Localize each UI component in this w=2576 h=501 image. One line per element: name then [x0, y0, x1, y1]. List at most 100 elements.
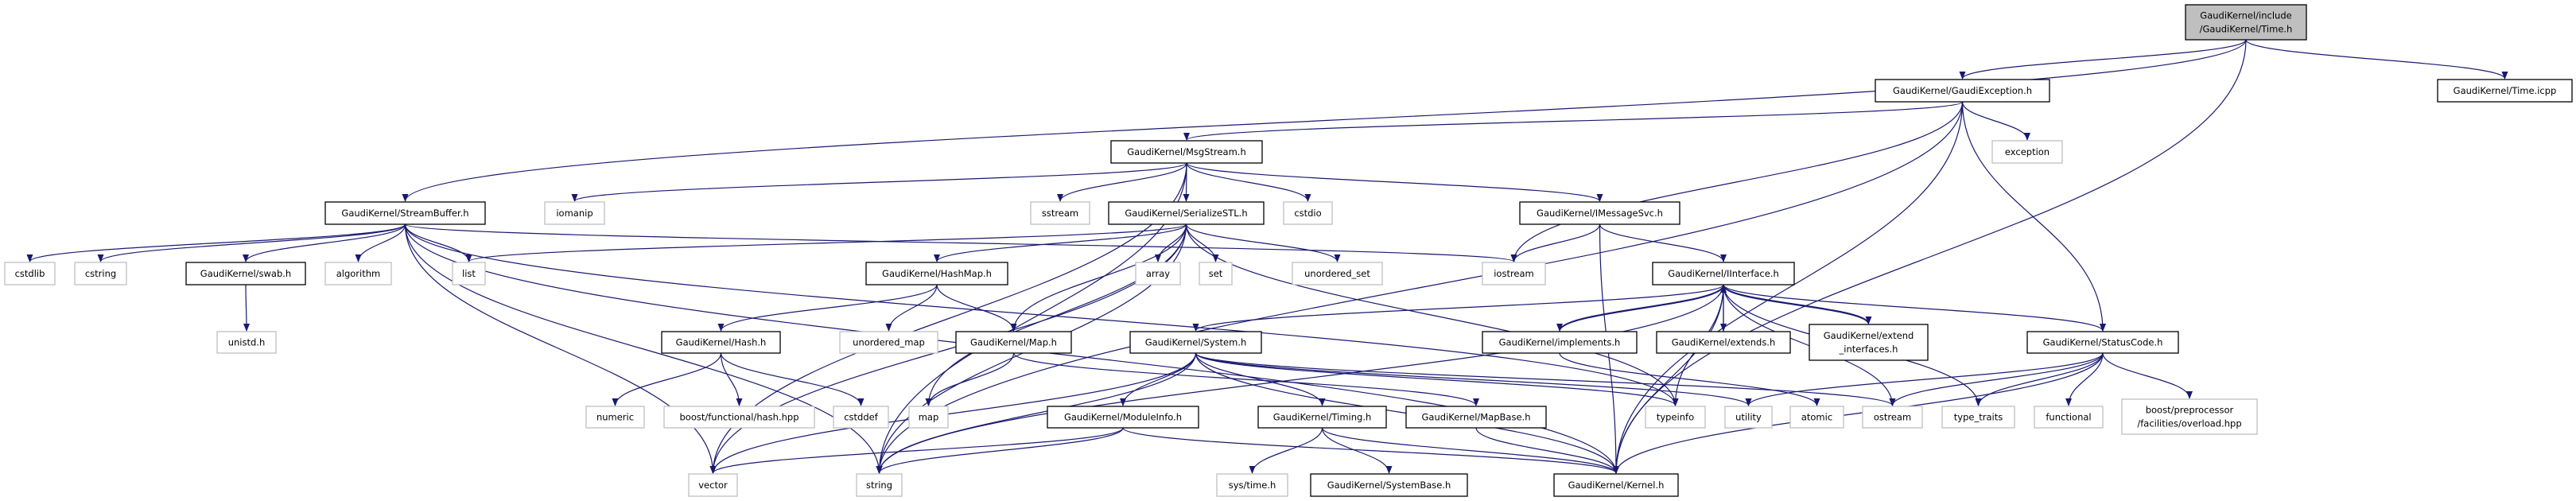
node-box	[865, 262, 1008, 285]
node-label: cstdio	[1294, 208, 1321, 219]
edge-msgstream-to-iomanip	[571, 162, 1187, 202]
node-string: string	[856, 473, 903, 497]
edge-iinterface-to-statuscode	[1723, 284, 2106, 332]
node-label: /facilities/overload.hpp	[2137, 418, 2241, 429]
node-box	[324, 201, 486, 225]
node-cstring: cstring	[74, 262, 127, 285]
node-box	[1108, 201, 1265, 225]
node-box	[1283, 201, 1333, 225]
node-label: GaudiKernel/include	[2200, 10, 2291, 21]
edge-moduleinfo-to-vector	[709, 427, 1124, 474]
node-system[interactable]: GaudiKernel/System.h	[1129, 331, 1262, 354]
node-box	[1809, 324, 1929, 361]
node-sstream: sstream	[1030, 201, 1090, 225]
node-box	[1652, 262, 1795, 285]
node-label: _interfaces.h	[1839, 344, 1898, 355]
edge-system-to-utility	[1195, 352, 1752, 406]
edge-serializestl-to-set	[1185, 223, 1219, 262]
node-map_h[interactable]: GaudiKernel/Map.h	[955, 331, 1072, 354]
node-box	[185, 262, 306, 285]
node-box	[452, 262, 486, 285]
edge-system-to-moduleinfo	[1120, 352, 1197, 406]
node-mapbase[interactable]: GaudiKernel/MapBase.h	[1405, 406, 1547, 429]
node-unistd: unistd.h	[216, 331, 277, 354]
node-serializestl[interactable]: GaudiKernel/SerializeSTL.h	[1108, 201, 1265, 225]
node-systembase[interactable]: GaudiKernel/SystemBase.h	[1310, 473, 1468, 497]
node-gaudiexception[interactable]: GaudiKernel/GaudiException.h	[1875, 79, 2050, 103]
node-box	[1991, 140, 2063, 164]
edge-streambuffer-to-vector	[404, 223, 717, 474]
edge-system-to-string	[876, 352, 1197, 474]
node-label: cstring	[85, 268, 116, 279]
node-label: map	[919, 412, 939, 423]
node-box	[1292, 262, 1383, 285]
node-hashmap[interactable]: GaudiKernel/HashMap.h	[865, 262, 1008, 285]
edge-iinterface-to-system	[1192, 284, 1724, 332]
node-box	[955, 331, 1072, 354]
edge-iinterface-to-kernel	[1613, 284, 1724, 474]
node-statuscode[interactable]: GaudiKernel/StatusCode.h	[2026, 331, 2179, 354]
node-box	[856, 473, 903, 497]
node-imessagesvc[interactable]: GaudiKernel/IMessageSvc.h	[1519, 201, 1680, 225]
edge-timing-to-systime	[1249, 427, 1323, 474]
node-box	[1216, 473, 1288, 497]
node-label: functional	[2046, 412, 2091, 423]
node-msgstream[interactable]: GaudiKernel/MsgStream.h	[1110, 140, 1263, 164]
node-extends[interactable]: GaudiKernel/extends.h	[1656, 331, 1791, 354]
node-label: GaudiKernel/Timing.h	[1273, 412, 1372, 423]
node-box	[1875, 79, 2050, 103]
node-box	[1941, 406, 2015, 429]
node-label: GaudiKernel/StatusCode.h	[2043, 337, 2163, 348]
node-label: GaudiKernel/IInterface.h	[1668, 268, 1779, 279]
node-swab[interactable]: GaudiKernel/swab.h	[185, 262, 306, 285]
node-label: GaudiKernel/Time.icpp	[2454, 85, 2557, 96]
node-moduleinfo[interactable]: GaudiKernel/ModuleInfo.h	[1047, 406, 1199, 429]
node-label: GaudiKernel/IMessageSvc.h	[1537, 208, 1663, 219]
node-cstdlib: cstdlib	[4, 262, 56, 285]
nodes-layer: GaudiKernel/include/GaudiKernel/Time.hGa…	[4, 4, 2573, 497]
node-kernel[interactable]: GaudiKernel/Kernel.h	[1553, 473, 1679, 497]
edge-timing-to-kernel	[1321, 427, 1619, 474]
edge-map_h-to-mapbase	[1012, 352, 1479, 406]
node-label: algorithm	[336, 268, 381, 279]
edge-hashmap-to-map_h	[936, 284, 1017, 332]
node-box	[4, 262, 56, 285]
node-hash[interactable]: GaudiKernel/Hash.h	[661, 331, 781, 354]
node-label: GaudiKernel/SystemBase.h	[1327, 480, 1451, 491]
node-label: /GaudiKernel/Time.h	[2200, 24, 2293, 35]
node-box	[324, 262, 392, 285]
node-box	[1135, 262, 1181, 285]
node-label: GaudiKernel/SerializeSTL.h	[1125, 208, 1247, 219]
node-streambuffer[interactable]: GaudiKernel/StreamBuffer.h	[324, 201, 486, 225]
node-label: GaudiKernel/HashMap.h	[882, 268, 992, 279]
node-timing[interactable]: GaudiKernel/Timing.h	[1257, 406, 1387, 429]
node-iinterface[interactable]: GaudiKernel/IInterface.h	[1652, 262, 1795, 285]
edge-streambuffer-to-algorithm	[355, 223, 406, 262]
node-box	[1030, 201, 1090, 225]
node-label: GaudiKernel/Kernel.h	[1568, 480, 1665, 491]
edge-moduleinfo-to-kernel	[1122, 427, 1619, 474]
node-label: GaudiKernel/extend	[1824, 330, 1914, 341]
edge-system-to-ostream	[1195, 352, 1896, 406]
edge-iinterface-to-implements	[1556, 284, 1724, 332]
edge-timing-to-systembase	[1321, 427, 1393, 474]
node-label: sys/time.h	[1229, 480, 1276, 491]
node-label: unordered_set	[1304, 268, 1370, 279]
edge-gaudiexception-to-exception	[1961, 101, 2030, 141]
node-box	[661, 331, 781, 354]
edge-time_h-to-kernel	[1613, 39, 2247, 474]
node-time_h[interactable]: GaudiKernel/include/GaudiKernel/Time.h	[2185, 4, 2307, 41]
node-box	[2185, 4, 2307, 41]
node-extend_interfaces[interactable]: GaudiKernel/extend _interfaces.h	[1809, 324, 1929, 361]
node-box	[2026, 331, 2179, 354]
node-vector: vector	[688, 473, 738, 497]
node-box	[1310, 473, 1468, 497]
node-label: GaudiKernel/System.h	[1145, 337, 1247, 348]
node-label: array	[1146, 268, 1170, 279]
node-implements[interactable]: GaudiKernel/implements.h	[1482, 331, 1638, 354]
edge-streambuffer-to-swab	[243, 223, 406, 262]
node-box	[1199, 262, 1233, 285]
node-box	[1110, 140, 1263, 164]
edge-gaudiexception-to-iostream	[1510, 101, 1964, 262]
node-time_icpp[interactable]: GaudiKernel/Time.icpp	[2437, 79, 2573, 103]
